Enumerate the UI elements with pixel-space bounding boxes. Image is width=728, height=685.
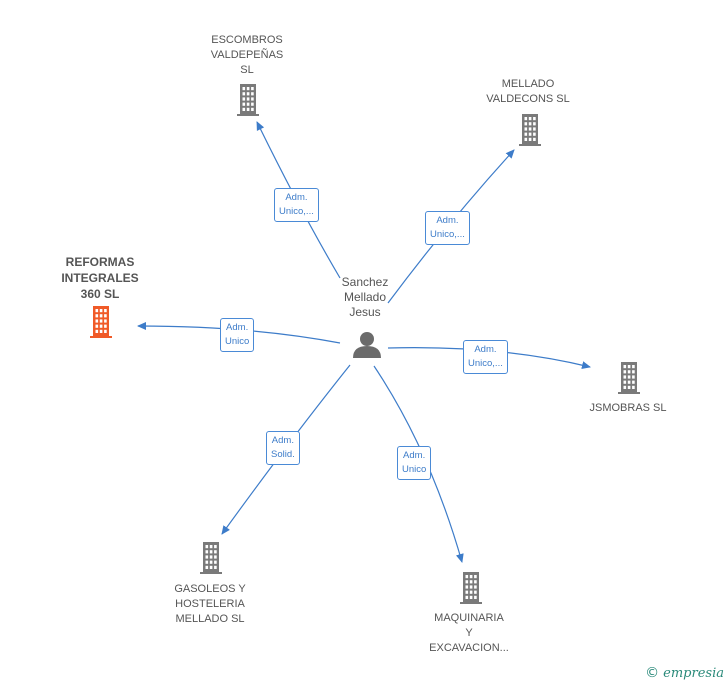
copyright-symbol: © — [645, 665, 660, 681]
edge-label-gasoleos[interactable]: Adm. Solid. — [266, 431, 300, 465]
company-name-escombros[interactable]: ESCOMBROS VALDEPEÑAS SL — [210, 34, 284, 76]
edge-label-mellado-valdecons[interactable]: Adm. Unico,... — [425, 211, 470, 245]
company-name-jsmobras[interactable]: JSMOBRAS SL — [589, 402, 667, 414]
building-icon-mellado-valdecons[interactable] — [519, 114, 541, 146]
edge-label-escombros[interactable]: Adm. Unico,... — [274, 188, 319, 222]
brand-logo: ©empresia — [645, 665, 724, 681]
company-name-reformas[interactable]: REFORMAS INTEGRALES 360 SL — [61, 255, 139, 301]
edge-label-maquinaria[interactable]: Adm. Unico — [397, 446, 432, 480]
building-icon-reformas[interactable] — [90, 306, 112, 338]
person-name[interactable]: Sanchez Mellado Jesus — [341, 275, 389, 319]
building-icon-maquinaria[interactable] — [460, 572, 482, 604]
edge-label-jsmobras[interactable]: Adm. Unico,... — [463, 340, 508, 374]
brand-name: empresia — [663, 666, 724, 681]
building-icon-gasoleos[interactable] — [200, 542, 222, 574]
edge-label-reformas[interactable]: Adm. Unico — [220, 318, 255, 352]
company-name-gasoleos[interactable]: GASOLEOS Y HOSTELERIA MELLADO SL — [174, 583, 246, 625]
person-icon[interactable] — [353, 332, 381, 358]
building-icon-escombros[interactable] — [237, 84, 259, 116]
company-name-maquinaria[interactable]: MAQUINARIA Y EXCAVACION... — [429, 612, 509, 654]
building-icon-jsmobras[interactable] — [618, 362, 640, 394]
company-name-mellado-valdecons[interactable]: MELLADO VALDECONS SL — [486, 78, 570, 105]
